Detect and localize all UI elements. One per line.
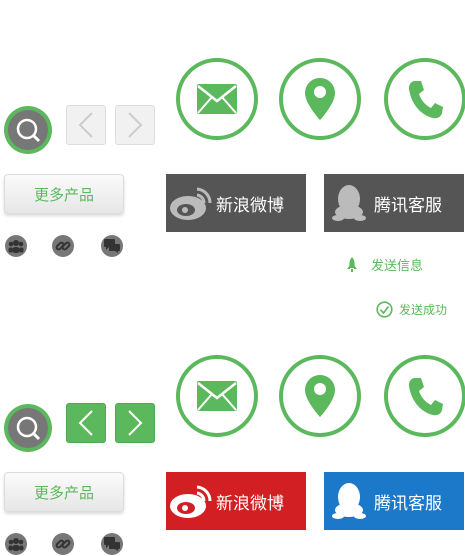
group-button-hover[interactable] [5, 533, 27, 555]
more-products-button[interactable]: 更多产品 [4, 174, 124, 214]
group-icon [8, 240, 24, 253]
search-inner [8, 110, 48, 150]
link-icon [55, 539, 71, 549]
location-circle-button[interactable] [279, 58, 361, 140]
link-button-hover[interactable] [52, 533, 74, 555]
group-icon [8, 538, 24, 551]
rocket-icon [347, 256, 357, 272]
group-button[interactable] [5, 235, 27, 257]
map-pin-icon [305, 375, 335, 417]
weibo-button[interactable]: 新浪微博 [166, 174, 306, 232]
more-products-label: 更多产品 [33, 483, 94, 502]
next-button-hover[interactable] [115, 403, 155, 443]
search-button[interactable] [4, 106, 52, 154]
search-inner [8, 408, 48, 448]
phone-icon [408, 378, 443, 416]
check-circle-icon [376, 301, 393, 318]
weibo-icon [170, 485, 212, 518]
search-icon [16, 118, 41, 143]
qq-icon [332, 483, 366, 519]
send-message-label: 发送信息 [371, 259, 424, 274]
send-success-label: 发送成功 [399, 303, 448, 317]
search-button-hover[interactable] [4, 404, 52, 452]
qq-icon [332, 185, 366, 221]
chevron-left-icon [78, 112, 93, 138]
qq-service-button-hover[interactable]: 腾讯客服 [324, 472, 464, 530]
chat-icon [104, 239, 120, 253]
link-button[interactable] [52, 235, 74, 257]
next-button[interactable] [115, 105, 155, 145]
phone-icon [408, 81, 443, 119]
envelope-icon [197, 84, 237, 114]
send-message-status: 发送信息 [345, 255, 423, 274]
phone-circle-button[interactable] [384, 58, 465, 140]
envelope-icon [197, 381, 237, 411]
search-icon [16, 416, 41, 441]
mail-circle-button-hover[interactable] [176, 355, 258, 437]
more-products-button-hover[interactable]: 更多产品 [4, 472, 124, 512]
map-pin-icon [305, 78, 335, 120]
more-products-label: 更多产品 [33, 185, 94, 204]
weibo-icon [170, 187, 212, 220]
qq-service-button[interactable]: 腾讯客服 [324, 174, 464, 232]
location-circle-button-hover[interactable] [279, 355, 361, 437]
weibo-label: 新浪微博 [216, 493, 284, 514]
chevron-left-icon [78, 410, 93, 436]
chat-button-hover[interactable] [101, 533, 123, 555]
chat-button[interactable] [101, 235, 123, 257]
qq-service-label: 腾讯客服 [374, 493, 442, 514]
prev-button-hover[interactable] [66, 403, 106, 443]
phone-circle-button-hover[interactable] [384, 355, 465, 437]
mail-circle-button[interactable] [176, 58, 258, 140]
link-icon [55, 241, 71, 251]
send-success-status: 发送成功 [376, 301, 447, 318]
qq-service-label: 腾讯客服 [374, 195, 442, 216]
chevron-right-icon [128, 112, 143, 138]
chat-icon [104, 537, 120, 551]
weibo-button-hover[interactable]: 新浪微博 [166, 472, 306, 530]
prev-button[interactable] [66, 105, 106, 145]
weibo-label: 新浪微博 [216, 195, 284, 216]
chevron-right-icon [128, 410, 143, 436]
